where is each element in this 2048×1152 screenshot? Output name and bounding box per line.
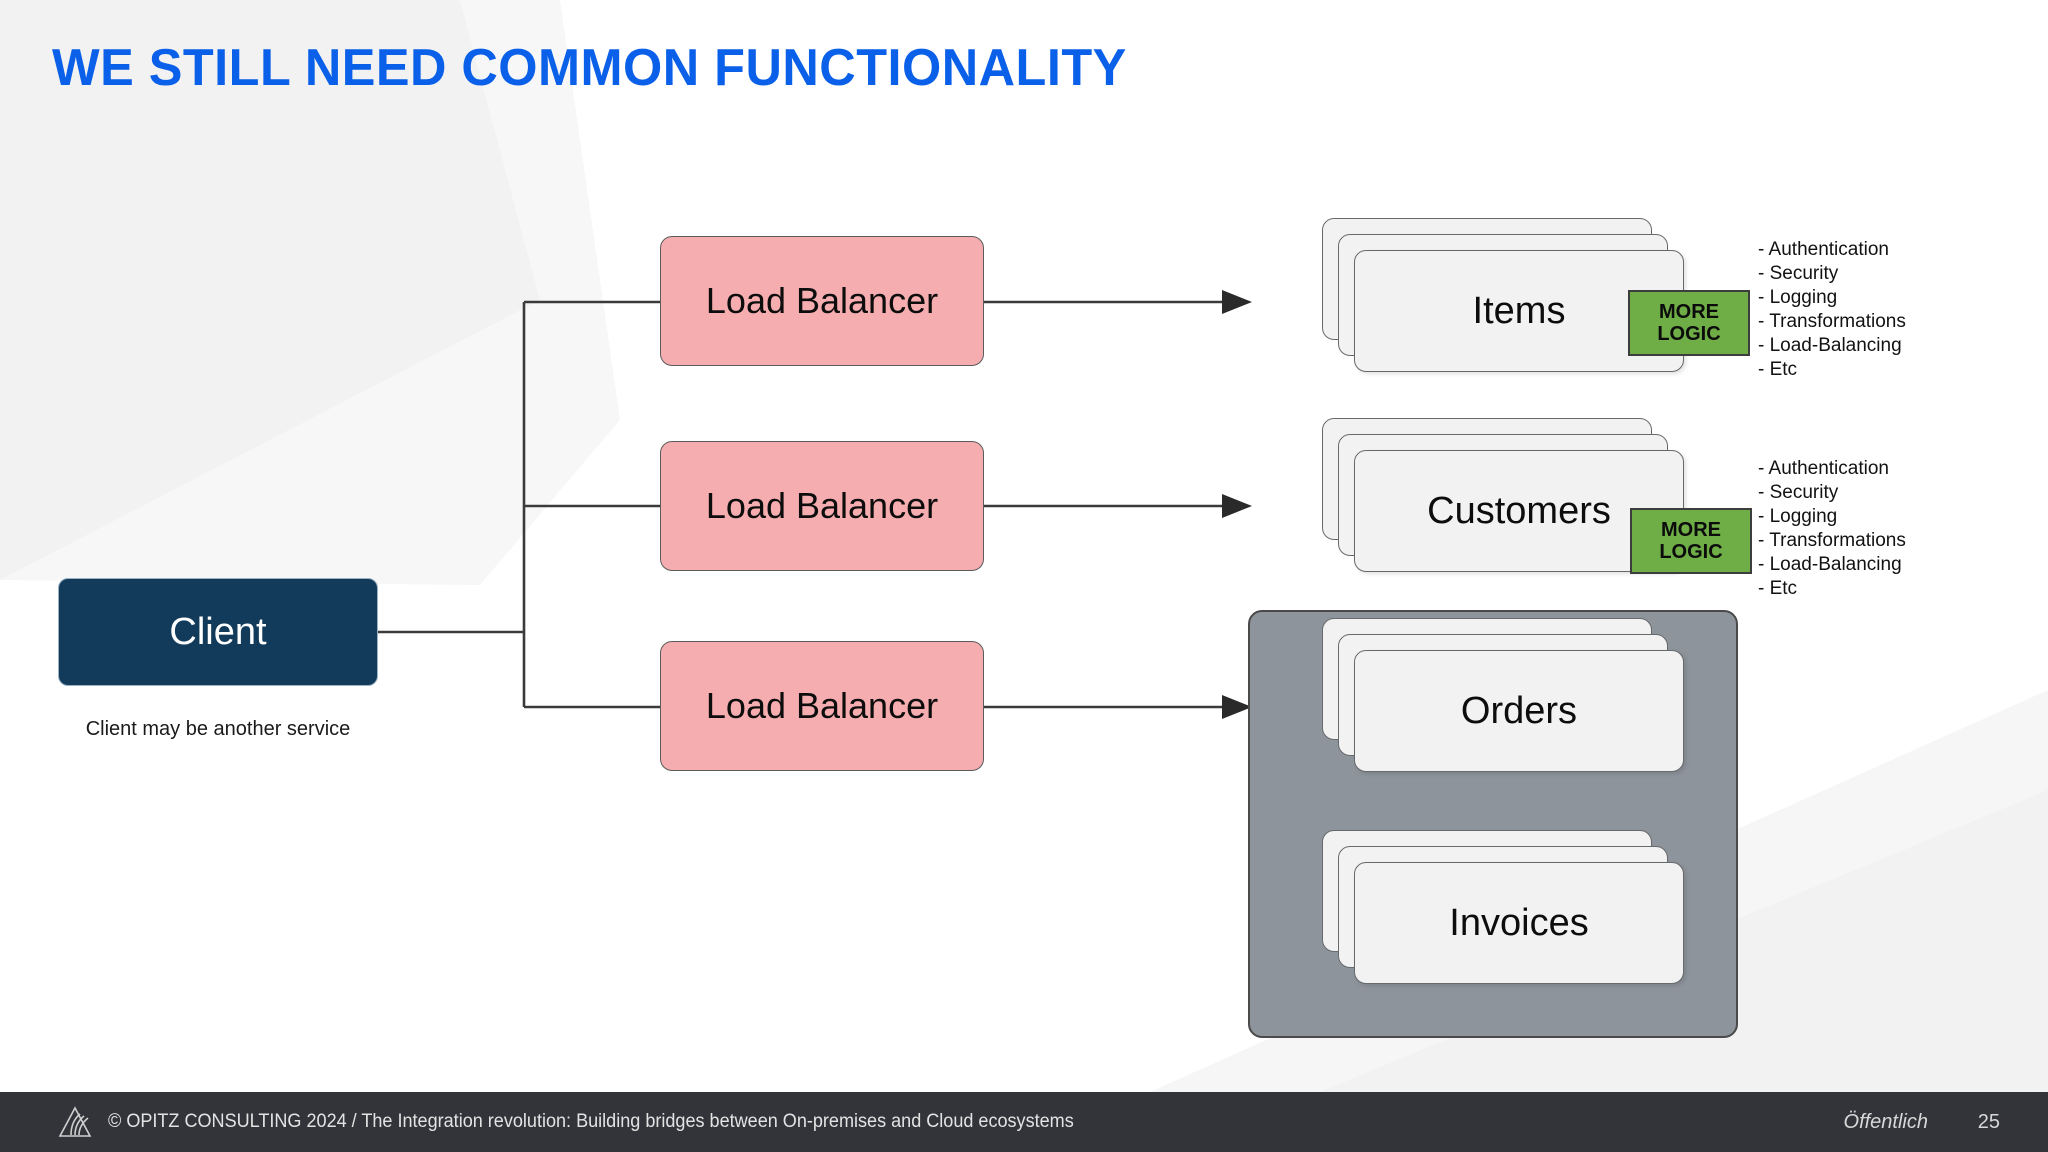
annotation-item: - Load-Balancing: [1758, 335, 1902, 356]
load-balancer-label: Load Balancer: [705, 485, 939, 526]
load-balancer-label: Load Balancer: [705, 280, 939, 321]
node-client[interactable]: Client: [58, 578, 378, 686]
annotation-item: - Etc: [1758, 578, 1798, 599]
client-label: Client: [169, 610, 267, 653]
service-label: Items: [1472, 289, 1566, 332]
service-label: Customers: [1427, 489, 1611, 532]
badge-line-1: MORE: [1659, 300, 1719, 323]
service-card-front: Invoices: [1354, 862, 1684, 984]
footer-page-number: 25: [1977, 1110, 2000, 1133]
client-caption: Client may be another service: [85, 718, 351, 740]
annotation-item: - Etc: [1758, 359, 1798, 380]
slide-footer: © OPITZ CONSULTING 2024 / The Integratio…: [0, 1092, 2048, 1152]
annotation-item: - Security: [1758, 482, 1839, 503]
page-title: WE STILL NEED COMMON FUNCTIONALITY: [52, 39, 1127, 97]
badge-more-logic-items: MORE LOGIC: [1628, 290, 1750, 356]
load-balancer-label: Load Balancer: [705, 685, 939, 726]
node-service-invoices[interactable]: Invoices: [1322, 830, 1684, 984]
annotation-item: - Authentication: [1758, 239, 1889, 260]
service-label: Orders: [1460, 689, 1578, 732]
service-card-front: Customers: [1354, 450, 1684, 572]
badge-line-2: LOGIC: [1659, 541, 1723, 563]
node-service-customers[interactable]: Customers: [1322, 418, 1684, 572]
badge-line-2: LOGIC: [1657, 323, 1721, 345]
service-card-front: Orders: [1354, 650, 1684, 772]
opitz-consulting-logo-icon: [58, 1106, 92, 1137]
annotation-item: - Security: [1758, 263, 1839, 284]
node-load-balancer-2[interactable]: Load Balancer: [660, 441, 984, 571]
footer-classification: Öffentlich: [1843, 1110, 1928, 1133]
annotation-list-customers: - Authentication - Security - Logging - …: [1758, 457, 1906, 601]
node-load-balancer-3[interactable]: Load Balancer: [660, 641, 984, 771]
badge-more-logic-customers: MORE LOGIC: [1630, 508, 1752, 574]
annotation-item: - Load-Balancing: [1758, 554, 1902, 575]
annotation-item: - Transformations: [1758, 311, 1906, 332]
service-label: Invoices: [1449, 901, 1589, 944]
node-service-orders[interactable]: Orders: [1322, 618, 1684, 772]
annotation-item: - Transformations: [1758, 530, 1906, 551]
annotation-item: - Authentication: [1758, 458, 1889, 479]
annotation-item: - Logging: [1758, 506, 1838, 527]
annotation-item: - Logging: [1758, 287, 1838, 308]
node-load-balancer-1[interactable]: Load Balancer: [660, 236, 984, 366]
badge-line-1: MORE: [1661, 518, 1721, 541]
footer-copyright: © OPITZ CONSULTING 2024 / The Integratio…: [108, 1111, 1074, 1132]
annotation-list-items: - Authentication - Security - Logging - …: [1758, 238, 1906, 382]
